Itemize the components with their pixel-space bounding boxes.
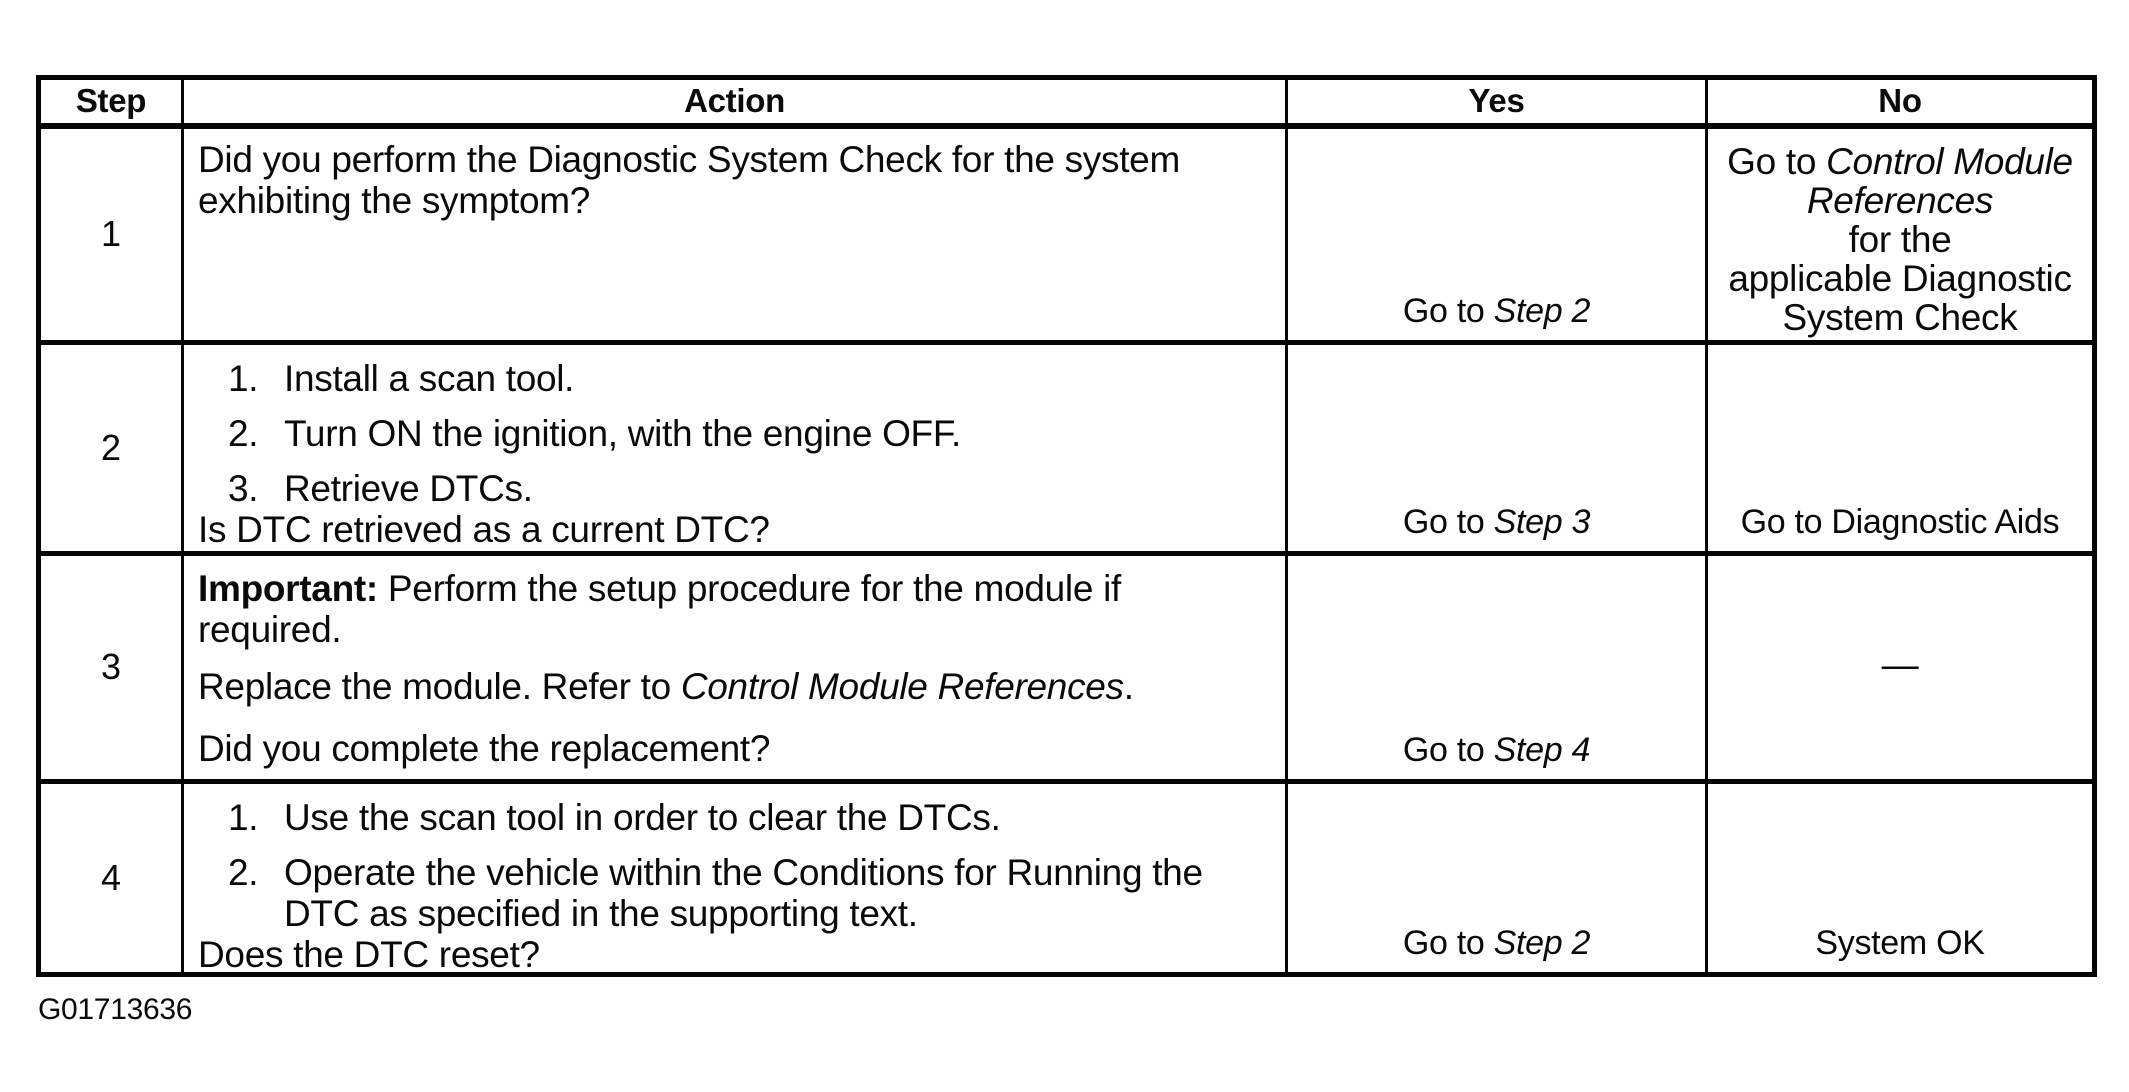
yes-instruction: Go to Step 3 (1402, 502, 1591, 542)
yes-cell: Go to Step 2 (1285, 123, 1708, 344)
goto-step-reference: Step 2 (1493, 291, 1591, 330)
table-row-step-4: 4 1. Use the scan tool in order to clear … (37, 778, 2096, 976)
list-item-text: Retrieve DTCs. (284, 467, 533, 509)
document-reference: Control Module References (680, 665, 1124, 707)
diagnostic-table: Step Action Yes No 1 Did you perform the… (36, 75, 2097, 977)
goto-prefix: Go to (1402, 730, 1494, 769)
no-instruction-line: References (1806, 179, 1994, 221)
list-item-number: 1. (228, 796, 259, 838)
action-question: Did you perform the Diagnostic System Ch… (198, 138, 1180, 221)
important-label: Important: (198, 567, 378, 609)
no-cell: Go to Diagnostic Aids (1705, 339, 2096, 555)
goto-step-reference: Step 4 (1493, 730, 1591, 769)
document-reference: References (1806, 179, 1994, 221)
list-item-number: 1. (228, 357, 259, 399)
list-item-text: Operate the vehicle within the Condition… (284, 851, 1203, 934)
action-cell: Did you perform the Diagnostic System Ch… (181, 123, 1288, 344)
goto-prefix: Go to (1727, 140, 1827, 182)
list-item-text: Use the scan tool in order to clear the … (284, 796, 1001, 838)
goto-step-reference: Step 2 (1493, 923, 1591, 962)
no-cell: Go to Control Module References for the … (1705, 123, 2096, 344)
important-text: Perform the setup procedure for the modu… (198, 567, 1121, 650)
no-instruction-line: for the (1848, 218, 1952, 260)
list-item-text: Install a scan tool. (284, 357, 575, 399)
action-list-item: 1. Install a scan tool. (198, 358, 1269, 399)
no-instruction-line: applicable Diagnostic (1728, 257, 2072, 299)
list-item-text: Turn ON the ignition, with the engine OF… (284, 412, 962, 454)
yes-instruction: Go to Step 2 (1402, 291, 1591, 331)
yes-instruction: Go to Step 4 (1402, 730, 1591, 770)
goto-prefix: Go to (1402, 291, 1494, 330)
table-row-step-2: 2 1. Install a scan tool. 2. Turn ON the i… (37, 339, 2096, 555)
list-item-number: 3. (228, 467, 259, 509)
no-instruction: Go to Diagnostic Aids (1740, 502, 2060, 541)
action-cell: 1. Use the scan tool in order to clear th… (181, 778, 1288, 976)
action-question: Did you complete the replacement? (198, 727, 771, 769)
step-number: 3 (37, 550, 184, 783)
list-item-number: 2. (228, 851, 259, 893)
action-list-item: 3. Retrieve DTCs. (198, 468, 1269, 509)
yes-cell: Go to Step 2 (1285, 778, 1708, 976)
yes-cell: Go to Step 4 (1285, 550, 1708, 783)
instruction-period: . (1123, 665, 1134, 707)
goto-prefix: Go to (1402, 502, 1494, 541)
step-number: 1 (37, 123, 184, 344)
action-important-note: Important: Perform the setup procedure f… (198, 568, 1269, 650)
table-header-row: Step Action Yes No (37, 76, 2096, 129)
action-question: Does the DTC reset? (198, 933, 540, 975)
no-cell: System OK (1705, 778, 2096, 976)
col-header-yes: Yes (1285, 76, 1708, 129)
list-item-number: 2. (228, 412, 259, 454)
yes-instruction: Go to Step 2 (1402, 923, 1591, 963)
document-reference: Control Module (1826, 140, 2073, 182)
action-cell: Important: Perform the setup procedure f… (181, 550, 1288, 783)
no-cell: — (1705, 550, 2096, 783)
goto-step-reference: Step 3 (1493, 502, 1591, 541)
instruction-text: Replace the module. Refer to (198, 665, 681, 707)
table-row-step-3: 3 Important: Perform the setup procedure… (37, 550, 2096, 783)
table-row-step-1: 1 Did you perform the Diagnostic System … (37, 123, 2096, 344)
col-header-step: Step (37, 76, 184, 129)
no-instruction: System OK (1815, 923, 1985, 962)
no-dash: — (1881, 644, 1919, 685)
no-instruction: Go to Control Module References for the … (1708, 129, 2092, 340)
step-number: 2 (37, 339, 184, 555)
action-instruction: Replace the module. Refer to Control Mod… (198, 666, 1269, 707)
figure-id: G01713636 (38, 993, 193, 1026)
action-cell: 1. Install a scan tool. 2. Turn ON the ign… (181, 339, 1288, 555)
action-list-item: 2. Operate the vehicle within the Conditi… (198, 852, 1269, 934)
col-header-action: Action (181, 76, 1288, 129)
col-header-no: No (1705, 76, 2096, 129)
no-instruction-line: System Check (1782, 296, 2018, 338)
no-instruction-line: Go to Control Module (1727, 142, 2073, 181)
action-list-item: 2. Turn ON the ignition, with the engine … (198, 413, 1269, 454)
goto-prefix: Go to (1402, 923, 1494, 962)
action-question: Is DTC retrieved as a current DTC? (198, 508, 770, 550)
action-list-item: 1. Use the scan tool in order to clear th… (198, 797, 1269, 838)
step-number: 4 (37, 778, 184, 976)
yes-cell: Go to Step 3 (1285, 339, 1708, 555)
